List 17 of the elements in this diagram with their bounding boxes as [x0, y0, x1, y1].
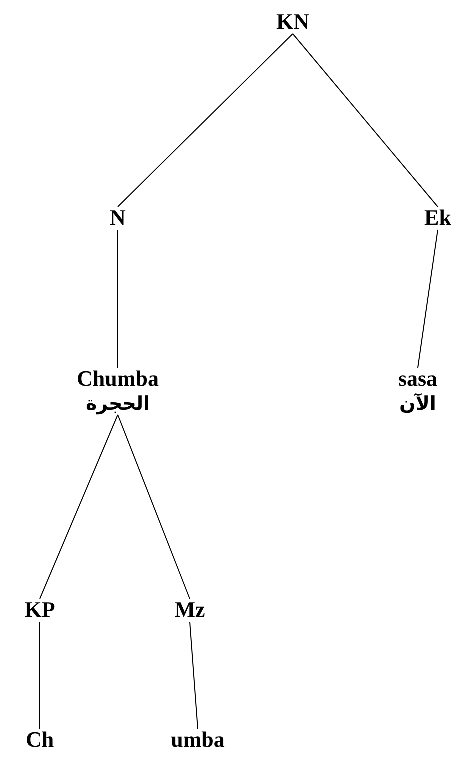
- tree-label: Mz: [174, 597, 206, 623]
- tree-label: KP: [24, 597, 56, 623]
- tree-label: Chumba: [77, 366, 159, 392]
- branch-line: [190, 622, 198, 730]
- branch-line: [418, 230, 438, 368]
- branch-line: [292, 34, 438, 208]
- tree-label: umba: [171, 727, 225, 753]
- tree-label: sasa: [398, 366, 438, 392]
- branch-line: [118, 34, 294, 208]
- tree-label: KN: [276, 9, 310, 35]
- tree-label: Ek: [424, 205, 452, 231]
- branch-line: [118, 414, 190, 600]
- tree-label: Ch: [26, 727, 54, 753]
- gloss-label: الآن: [398, 392, 438, 416]
- gloss-label: الحجرة: [84, 392, 152, 416]
- branch-line: [40, 414, 118, 600]
- tree-label: N: [110, 205, 126, 231]
